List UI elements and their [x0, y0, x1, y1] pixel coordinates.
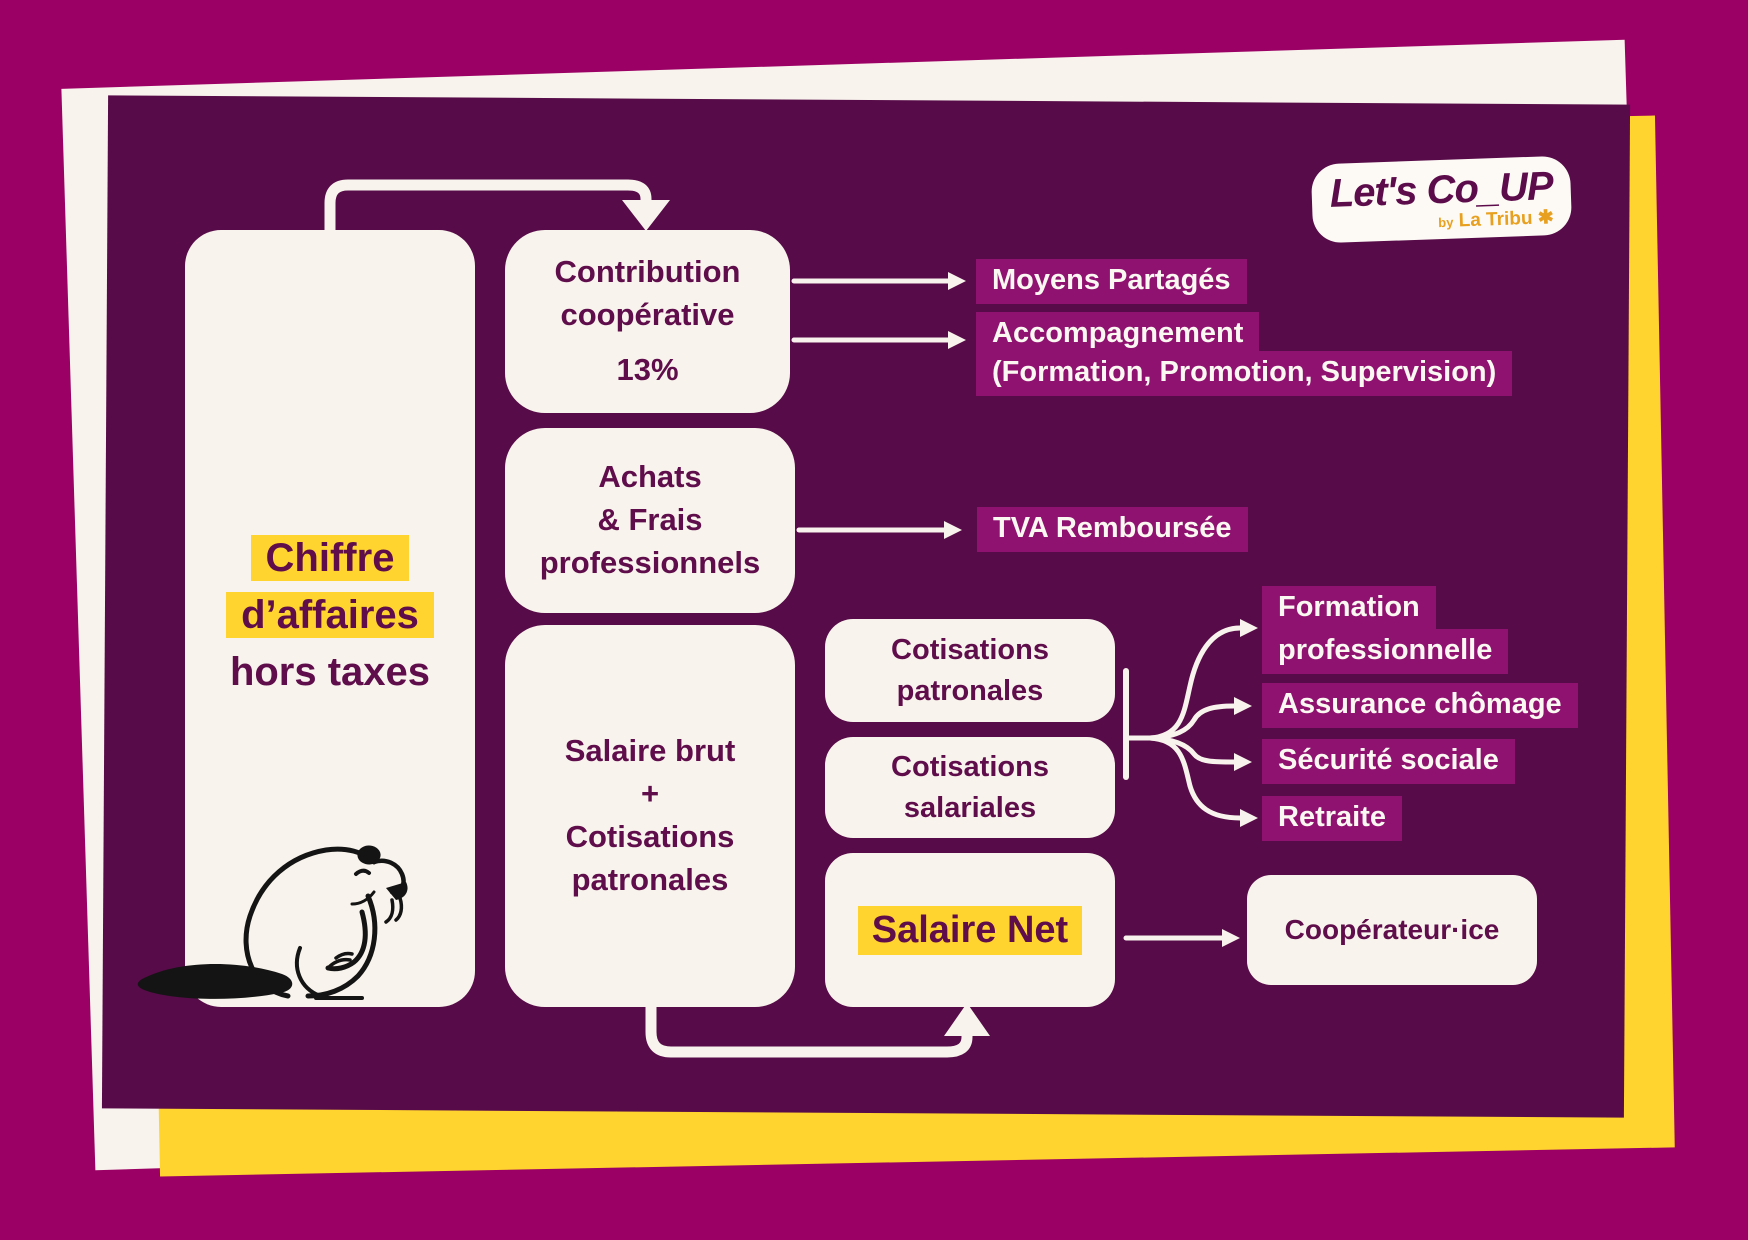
- node-salaire-brut: Salaire brut + Cotisations patronales: [505, 625, 795, 1007]
- logo-by: by: [1437, 214, 1454, 231]
- salaire-net-label: Salaire Net: [857, 905, 1083, 955]
- logo-title: Let's Co_UP: [1328, 164, 1554, 216]
- revenue-line-3: hors taxes: [229, 649, 431, 694]
- label-securite-sociale: Sécurité sociale: [1262, 739, 1515, 784]
- contribution-line-1: Contribution: [554, 253, 741, 289]
- achats-line-3: professionnels: [539, 544, 761, 580]
- salaire-brut-line-3: Cotisations: [565, 819, 735, 854]
- label-assurance-chomage: Assurance chômage: [1262, 683, 1578, 728]
- achats-line-2: & Frais: [597, 502, 703, 538]
- cot-sal-line-2: salariales: [903, 791, 1037, 824]
- logo-brand: La Tribu: [1458, 207, 1533, 232]
- lets-coup-logo: Let's Co_UP by La Tribu ✱: [1310, 155, 1573, 244]
- node-cooperateur: Coopérateur·ice: [1247, 875, 1537, 985]
- beaver-tail: [137, 963, 293, 999]
- beaver-illustration: [137, 845, 408, 1000]
- node-chiffre-affaires: Chiffre d’affaires hors taxes: [185, 230, 475, 1007]
- label-moyens-partages: Moyens Partagés: [976, 259, 1247, 304]
- salaire-brut-line-2: +: [640, 776, 660, 812]
- salaire-brut-line-4: patronales: [571, 861, 729, 897]
- label-formation-professionnelle: professionnelle: [1262, 629, 1509, 674]
- label-retraite: Retraite: [1262, 796, 1402, 841]
- beaver-ear: [357, 845, 381, 865]
- label-formation: Formation: [1262, 586, 1436, 631]
- node-contribution-cooperative: Contribution coopérative 13%: [505, 230, 790, 413]
- node-achats-frais: Achats & Frais professionnels: [505, 428, 795, 613]
- revenue-line-1: Chiffre: [250, 535, 410, 581]
- node-salaire-net: Salaire Net: [825, 853, 1115, 1007]
- hand-icon: ✱: [1537, 207, 1555, 229]
- contribution-percent: 13%: [616, 352, 679, 388]
- label-accompagnement: Accompagnement: [976, 312, 1260, 357]
- label-accompagnement-detail: (Formation, Promotion, Supervision): [976, 351, 1513, 396]
- salaire-brut-line-1: Salaire brut: [564, 733, 736, 769]
- beaver-nose: [386, 882, 408, 900]
- node-cotisations-salariales: Cotisations salariales: [825, 737, 1115, 838]
- label-tva-remboursee: TVA Remboursée: [977, 507, 1248, 552]
- chiffre-affaires-title: Chiffre d’affaires hors taxes: [226, 530, 434, 700]
- cot-sal-line-1: Cotisations: [891, 751, 1049, 784]
- node-cotisations-patronales: Cotisations patronales: [825, 619, 1115, 722]
- cot-pat-line-2: patronales: [896, 674, 1044, 707]
- cot-pat-line-1: Cotisations: [891, 634, 1049, 667]
- contribution-line-2: coopérative: [560, 296, 735, 332]
- achats-line-1: Achats: [598, 459, 702, 495]
- revenue-line-2: d’affaires: [226, 591, 434, 638]
- cooperateur-label: Coopérateur·ice: [1284, 914, 1500, 945]
